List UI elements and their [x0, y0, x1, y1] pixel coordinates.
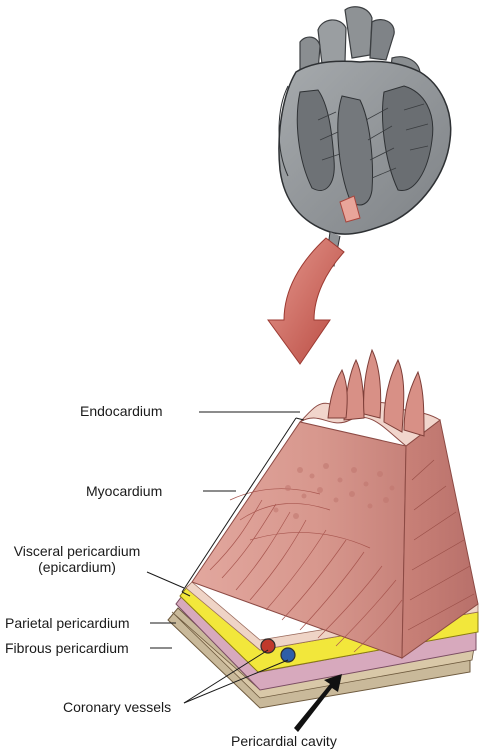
- heart-wall-section: [167, 348, 479, 709]
- label-coronary-vessels: Coronary vessels: [63, 699, 172, 715]
- coronary-artery: [260, 638, 276, 654]
- pericardial-cavity-arrow: [294, 674, 342, 732]
- label-visceral-pericardium: Visceral pericardium (epicardium): [2, 543, 152, 575]
- zoom-arrow: [267, 237, 345, 365]
- label-myocardium: Myocardium: [86, 483, 163, 499]
- label-visceral-line2: (epicardium): [38, 559, 116, 575]
- label-endocardium: Endocardium: [80, 403, 163, 419]
- label-visceral-line1: Visceral pericardium: [13, 543, 141, 559]
- label-fibrous-pericardium: Fibrous pericardium: [5, 640, 129, 656]
- label-pericardial-cavity: Pericardial cavity: [231, 733, 337, 749]
- leader-lines: [146, 411, 305, 704]
- label-parietal-pericardium: Parietal pericardium: [5, 615, 130, 631]
- heart-illustration: [278, 6, 452, 267]
- highlighted-wall-section: [339, 195, 361, 223]
- coronary-vein: [280, 647, 296, 663]
